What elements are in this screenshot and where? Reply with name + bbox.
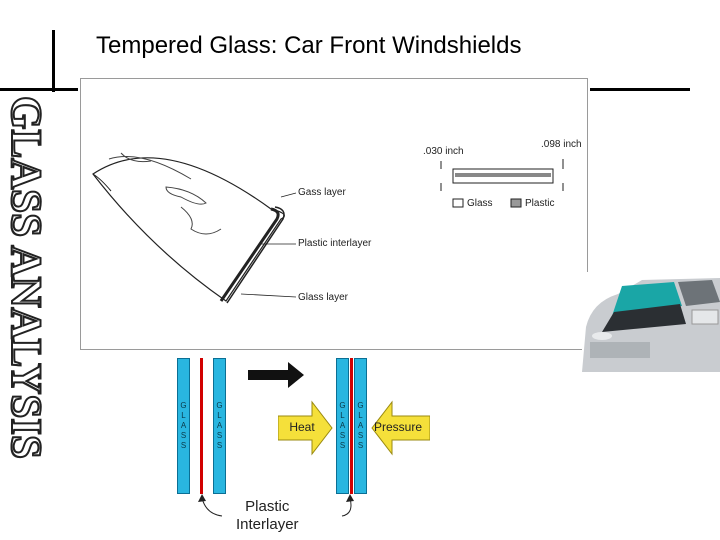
interlayer-before xyxy=(200,358,203,494)
title-underline-left xyxy=(0,88,78,91)
title-vertical-rule xyxy=(52,30,55,92)
car-illustration xyxy=(582,272,720,372)
title-underline-right xyxy=(590,88,690,91)
car-photo xyxy=(582,272,720,372)
side-title: GLASS ANALYSIS xyxy=(1,95,50,460)
label-plastic-interlayer: Plastic interlayer xyxy=(298,238,372,249)
label-glass-layer-bottom: Glass layer xyxy=(298,292,349,303)
glass-pane-right-2: G L A S S xyxy=(354,358,367,494)
windshield-cross-section: Gass layer Plastic interlayer Glass laye… xyxy=(80,78,588,350)
label-thickness-thin: .030 inch xyxy=(423,146,464,157)
heat-label: Heat xyxy=(289,420,315,434)
slide-title: Tempered Glass: Car Front Windshields xyxy=(96,32,522,59)
windshield-illustration xyxy=(92,152,564,304)
heat-arrow-icon xyxy=(278,400,333,456)
lamination-diagram: G L A S S G L A S S G L A S S G L A S S … xyxy=(170,352,430,540)
side-title-container: GLASS ANALYSIS xyxy=(1,95,50,516)
pressure-arrow-icon xyxy=(371,400,430,456)
legend-plastic: Plastic xyxy=(525,198,555,209)
process-arrow-icon xyxy=(248,362,304,388)
plastic-caption-line1: Plastic xyxy=(245,498,290,515)
label-glass-layer-top: Gass layer xyxy=(298,187,346,198)
plastic-caption-line2: Interlayer xyxy=(236,516,299,533)
glass-pane-right-1: G L A S S xyxy=(336,358,349,494)
glass-pane-left-1: G L A S S xyxy=(177,358,190,494)
pressure-label: Pressure xyxy=(373,420,423,434)
glass-pane-left-2: G L A S S xyxy=(213,358,226,494)
pointer-arrow-right-icon xyxy=(341,494,354,517)
legend-glass: Glass xyxy=(467,198,493,209)
label-thickness-thick: .098 inch xyxy=(541,139,582,150)
pointer-arrow-left-icon xyxy=(198,494,223,517)
interlayer-after xyxy=(350,358,353,494)
plastic-interlayer-caption: Plastic Interlayer xyxy=(236,498,299,534)
